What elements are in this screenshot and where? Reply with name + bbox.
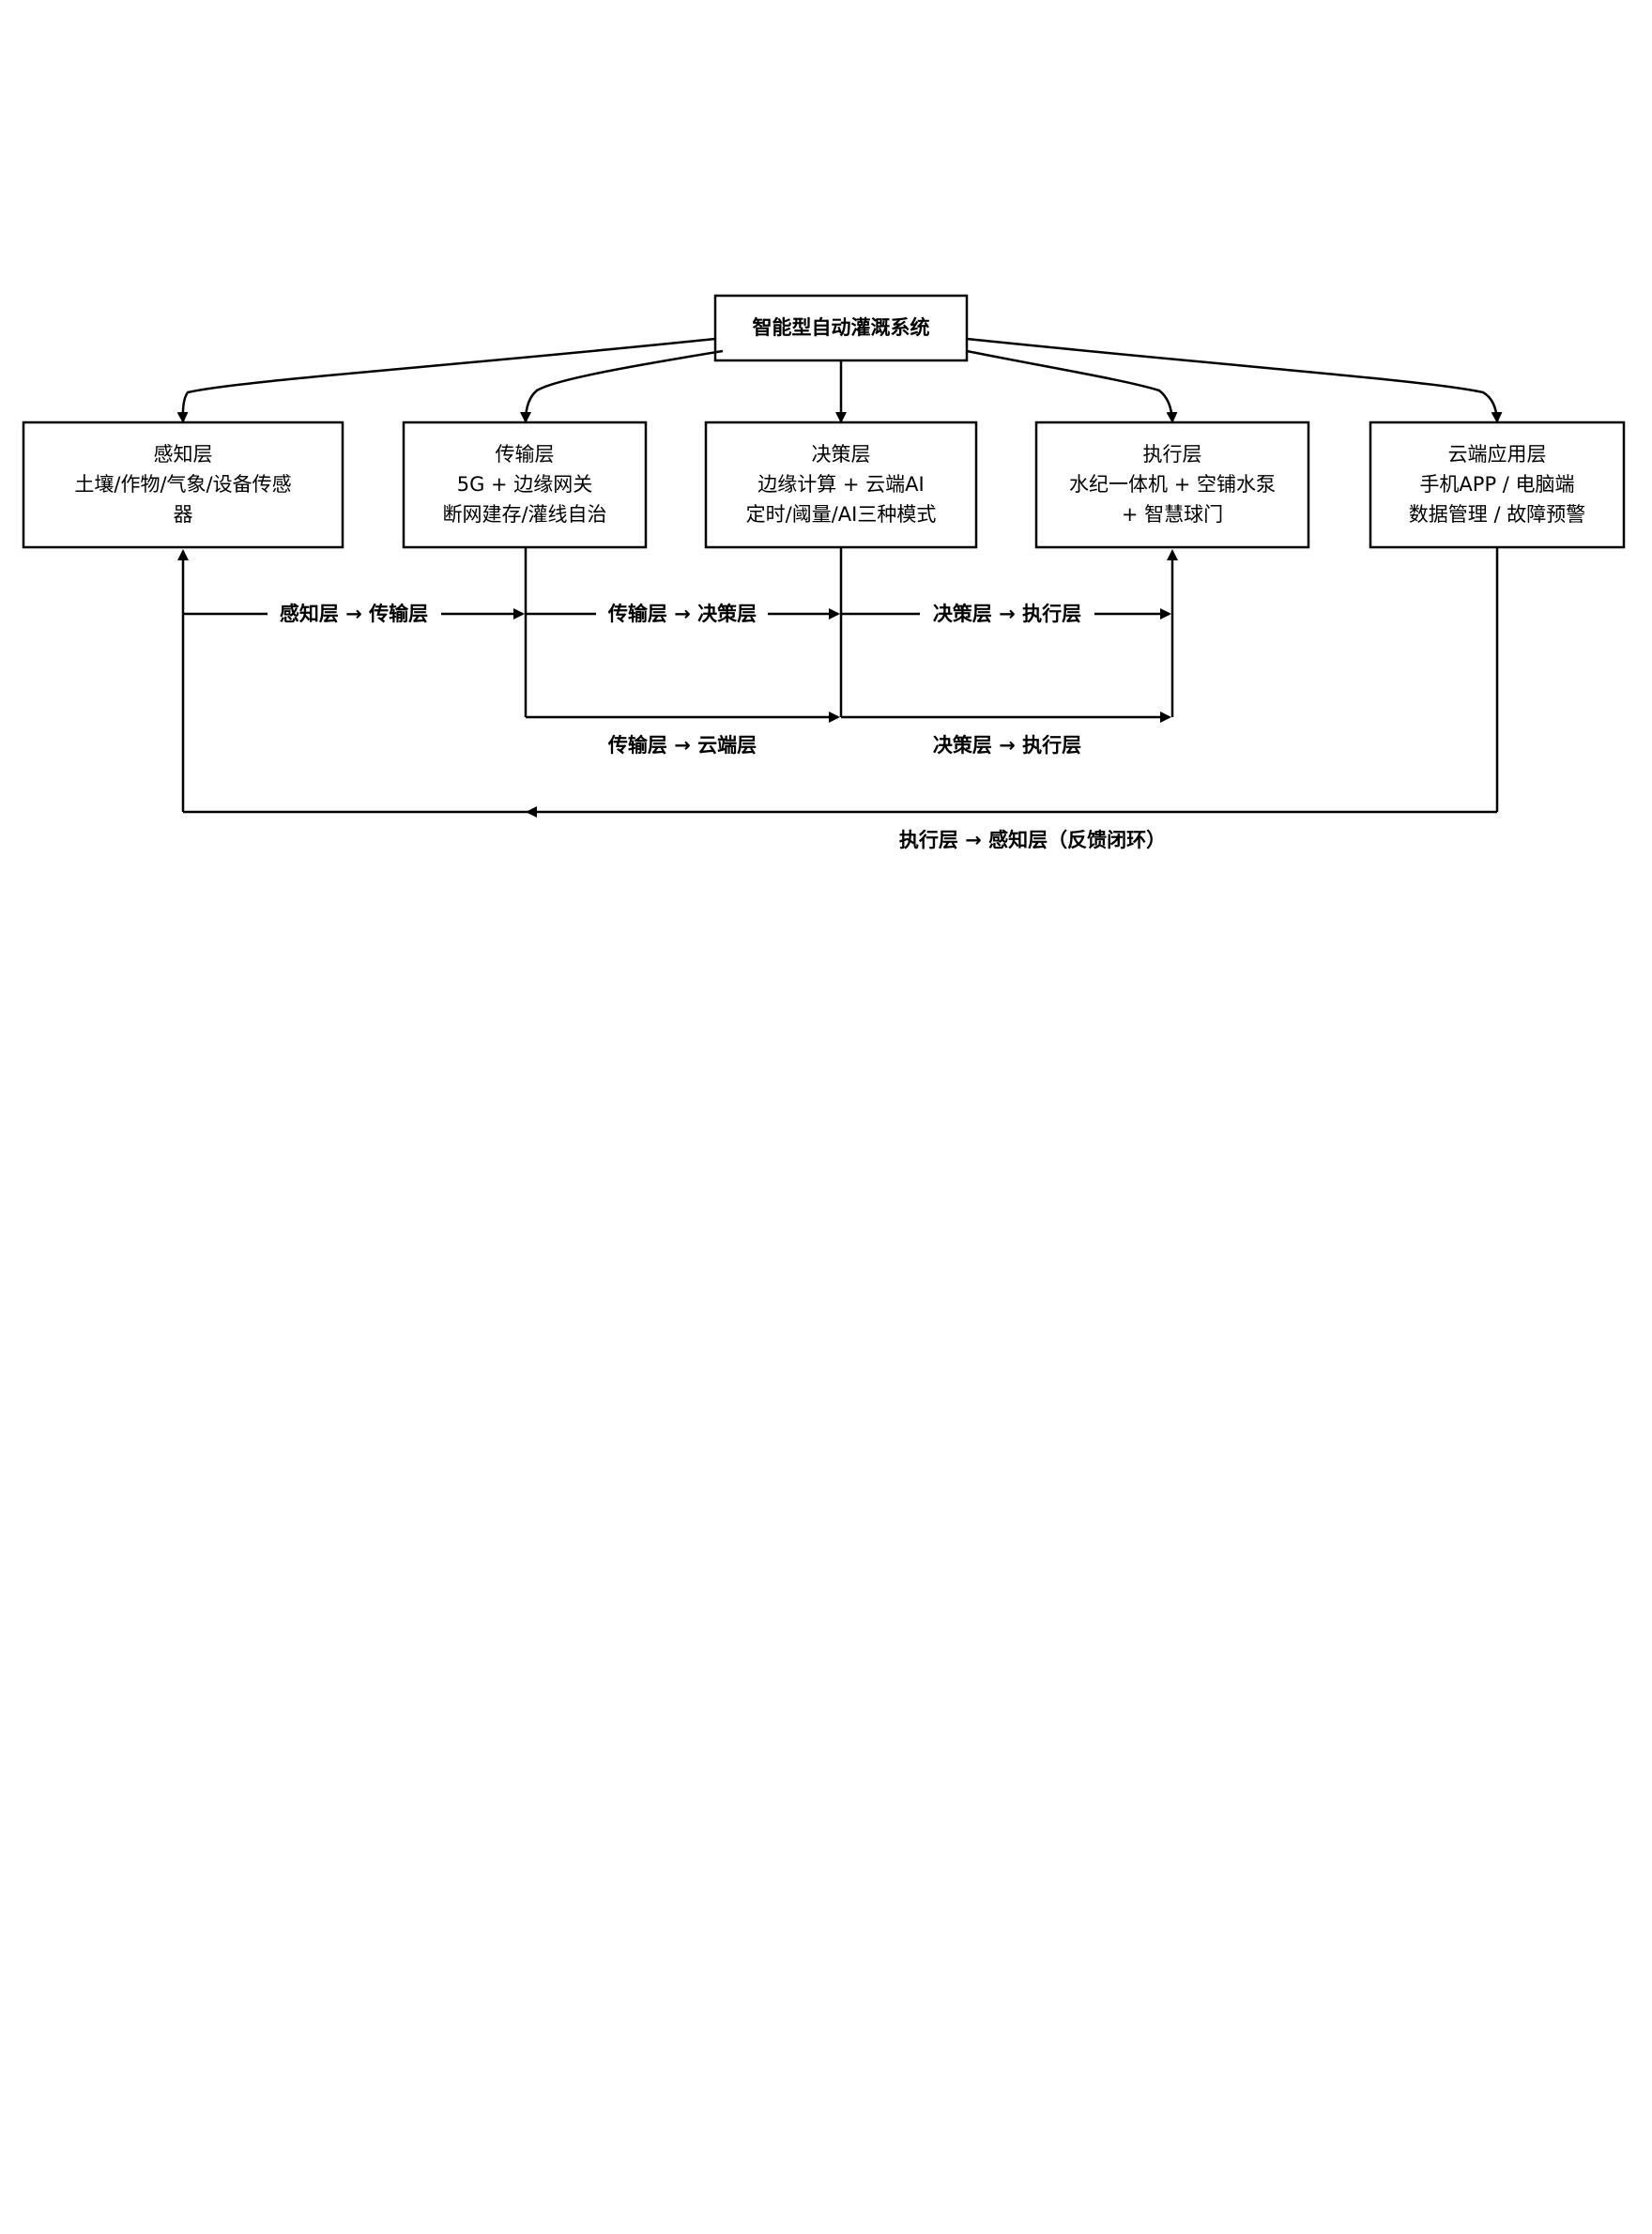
layer-exec-title: 执行层 (1143, 443, 1202, 466)
layer-decide-line-1: 边缘计算 + 云端AI (757, 473, 925, 496)
layer-sense-title: 感知层 (154, 443, 213, 466)
layer-trans-line-1: 5G + 边缘网关 (457, 473, 593, 496)
layer-exec-line-1: 水纪一体机 + 空铺水泵 (1069, 473, 1276, 496)
label-trans-to-decide: 传输层 → 决策层 (607, 603, 757, 625)
root-connectors (176, 337, 1503, 423)
layer-trans-title: 传输层 (496, 443, 555, 466)
layer-sense-line-1: 土壤/作物/气象/设备传感 (74, 473, 291, 496)
label-decide-to-exec-2: 决策层 → 执行层 (933, 734, 1081, 757)
layer-decide: 决策层 边缘计算 + 云端AI 定时/阈量/AI三种模式 (704, 421, 978, 549)
layer-trans-line-2: 断网建存/灌线自治 (442, 503, 606, 526)
layer-sense-line-2: 器 (174, 503, 193, 526)
root-label: 智能型自动灌溉系统 (753, 316, 930, 339)
layer-sense: 感知层 土壤/作物/气象/设备传感 器 (22, 421, 344, 549)
layer-trans: 传输层 5G + 边缘网关 断网建存/灌线自治 (402, 421, 648, 549)
flow-row-main: 感知层 → 传输层 传输层 → 决策层 决策层 → 执行层 (183, 603, 1171, 625)
root-node: 智能型自动灌溉系统 (713, 294, 969, 362)
layer-cloud-line-1: 手机APP / 电脑端 (1419, 473, 1574, 496)
edge-root-to-cloud (966, 337, 1503, 423)
feedback-loop: 执行层 → 感知层（反馈闭环） (183, 547, 1499, 851)
layer-decide-line-2: 定时/阈量/AI三种模式 (746, 503, 937, 526)
layer-exec: 执行层 水纪一体机 + 空铺水泵 + 智慧球门 (1034, 421, 1310, 549)
layer-cloud: 云端应用层 手机APP / 电脑端 数据管理 / 故障预警 (1369, 421, 1626, 549)
edge-root-to-sense (176, 337, 716, 423)
flow-row-secondary: 传输层 → 云端层 决策层 → 执行层 (526, 712, 1171, 757)
label-feedback: 执行层 → 感知层（反馈闭环） (899, 829, 1166, 851)
layer-cloud-title: 云端应用层 (1448, 443, 1547, 466)
layer-exec-line-2: + 智慧球门 (1122, 503, 1223, 526)
label-trans-to-cloud: 传输层 → 云端层 (607, 734, 757, 757)
layer-decide-title: 决策层 (812, 443, 871, 466)
vertical-connectors (177, 547, 1178, 812)
edge-root-to-exec (966, 349, 1178, 423)
label-decide-to-exec: 决策层 → 执行层 (933, 603, 1081, 625)
edge-root-to-trans (520, 349, 724, 423)
label-sense-to-trans: 感知层 → 传输层 (280, 603, 428, 625)
layer-cloud-line-2: 数据管理 / 故障预警 (1409, 503, 1585, 526)
